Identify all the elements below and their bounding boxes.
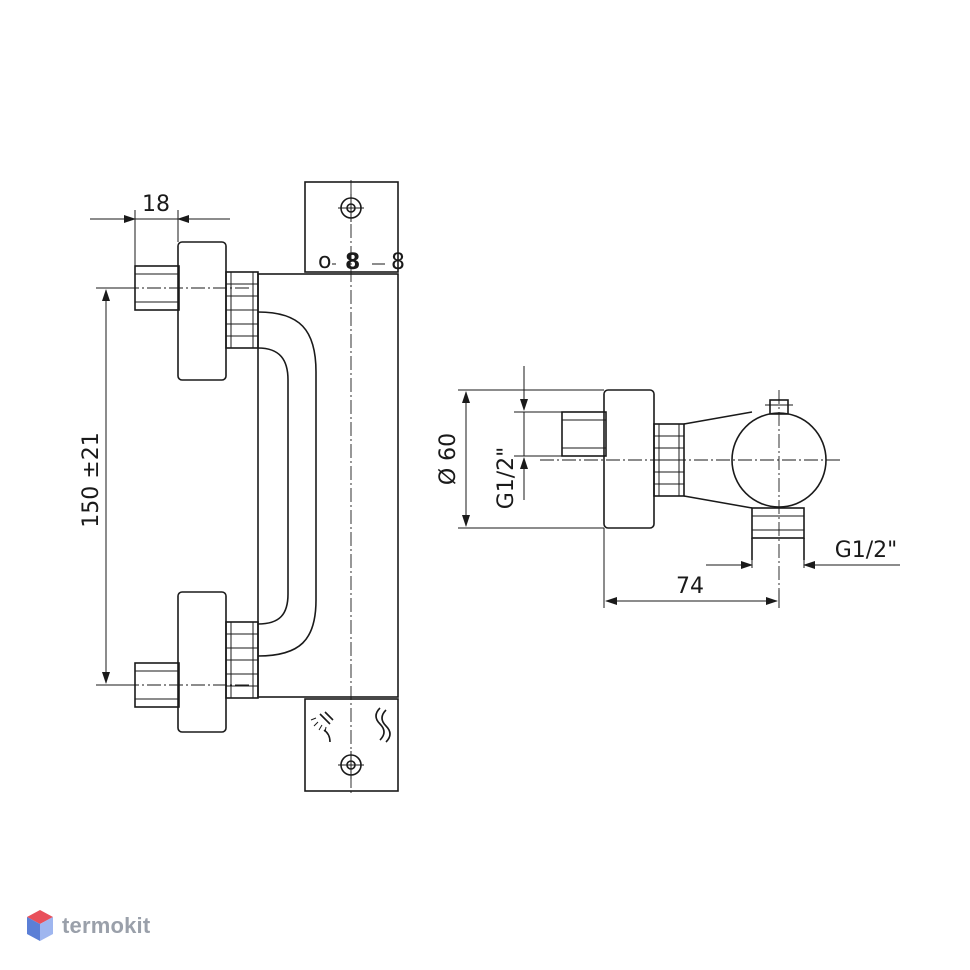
dimension-fitting-depth: 18 xyxy=(90,192,230,266)
front-view: o 8 8 xyxy=(79,180,405,795)
outlet-thread-label: G1/2" xyxy=(835,538,898,563)
side-neck xyxy=(683,411,753,509)
bypass-pipe xyxy=(257,311,317,657)
shower-symbol-icon xyxy=(310,711,334,743)
dimension-inlet-spacing: 150 ±21 xyxy=(79,287,135,686)
upper-inlet-union xyxy=(125,241,259,381)
mixer-body xyxy=(257,180,399,795)
lower-inlet-union xyxy=(125,591,259,733)
side-wall-union xyxy=(561,389,685,529)
side-outlet xyxy=(751,507,805,560)
inlet-spacing-label: 150 ±21 xyxy=(79,432,104,527)
brand-watermark: termokit xyxy=(26,906,150,946)
dimension-outlet-thread: G1/2" xyxy=(706,538,900,569)
cube-logo-icon xyxy=(27,910,53,941)
scale-mark-right: 8 xyxy=(391,250,405,275)
dimension-inlet-thread: G1/2" xyxy=(494,366,562,509)
body-diameter-label: Ø 60 xyxy=(436,433,461,485)
projection-label: 74 xyxy=(676,574,704,599)
scale-mark-middle: 8 xyxy=(345,250,360,275)
dimension-projection: 74 xyxy=(603,528,780,608)
fitting-depth-label: 18 xyxy=(142,192,170,217)
dimension-body-diameter: Ø 60 xyxy=(436,389,604,529)
side-round-body xyxy=(540,390,842,590)
side-view: Ø 60 G1/2" G1/2" 74 xyxy=(436,366,900,608)
brand-name: termokit xyxy=(62,913,151,938)
bottom-bracket xyxy=(304,698,399,792)
inlet-thread-label: G1/2" xyxy=(494,447,519,510)
bath-spout-symbol-icon xyxy=(375,707,391,743)
scale-mark-left: o xyxy=(318,249,331,274)
temperature-scale: o 8 8 xyxy=(318,249,405,275)
